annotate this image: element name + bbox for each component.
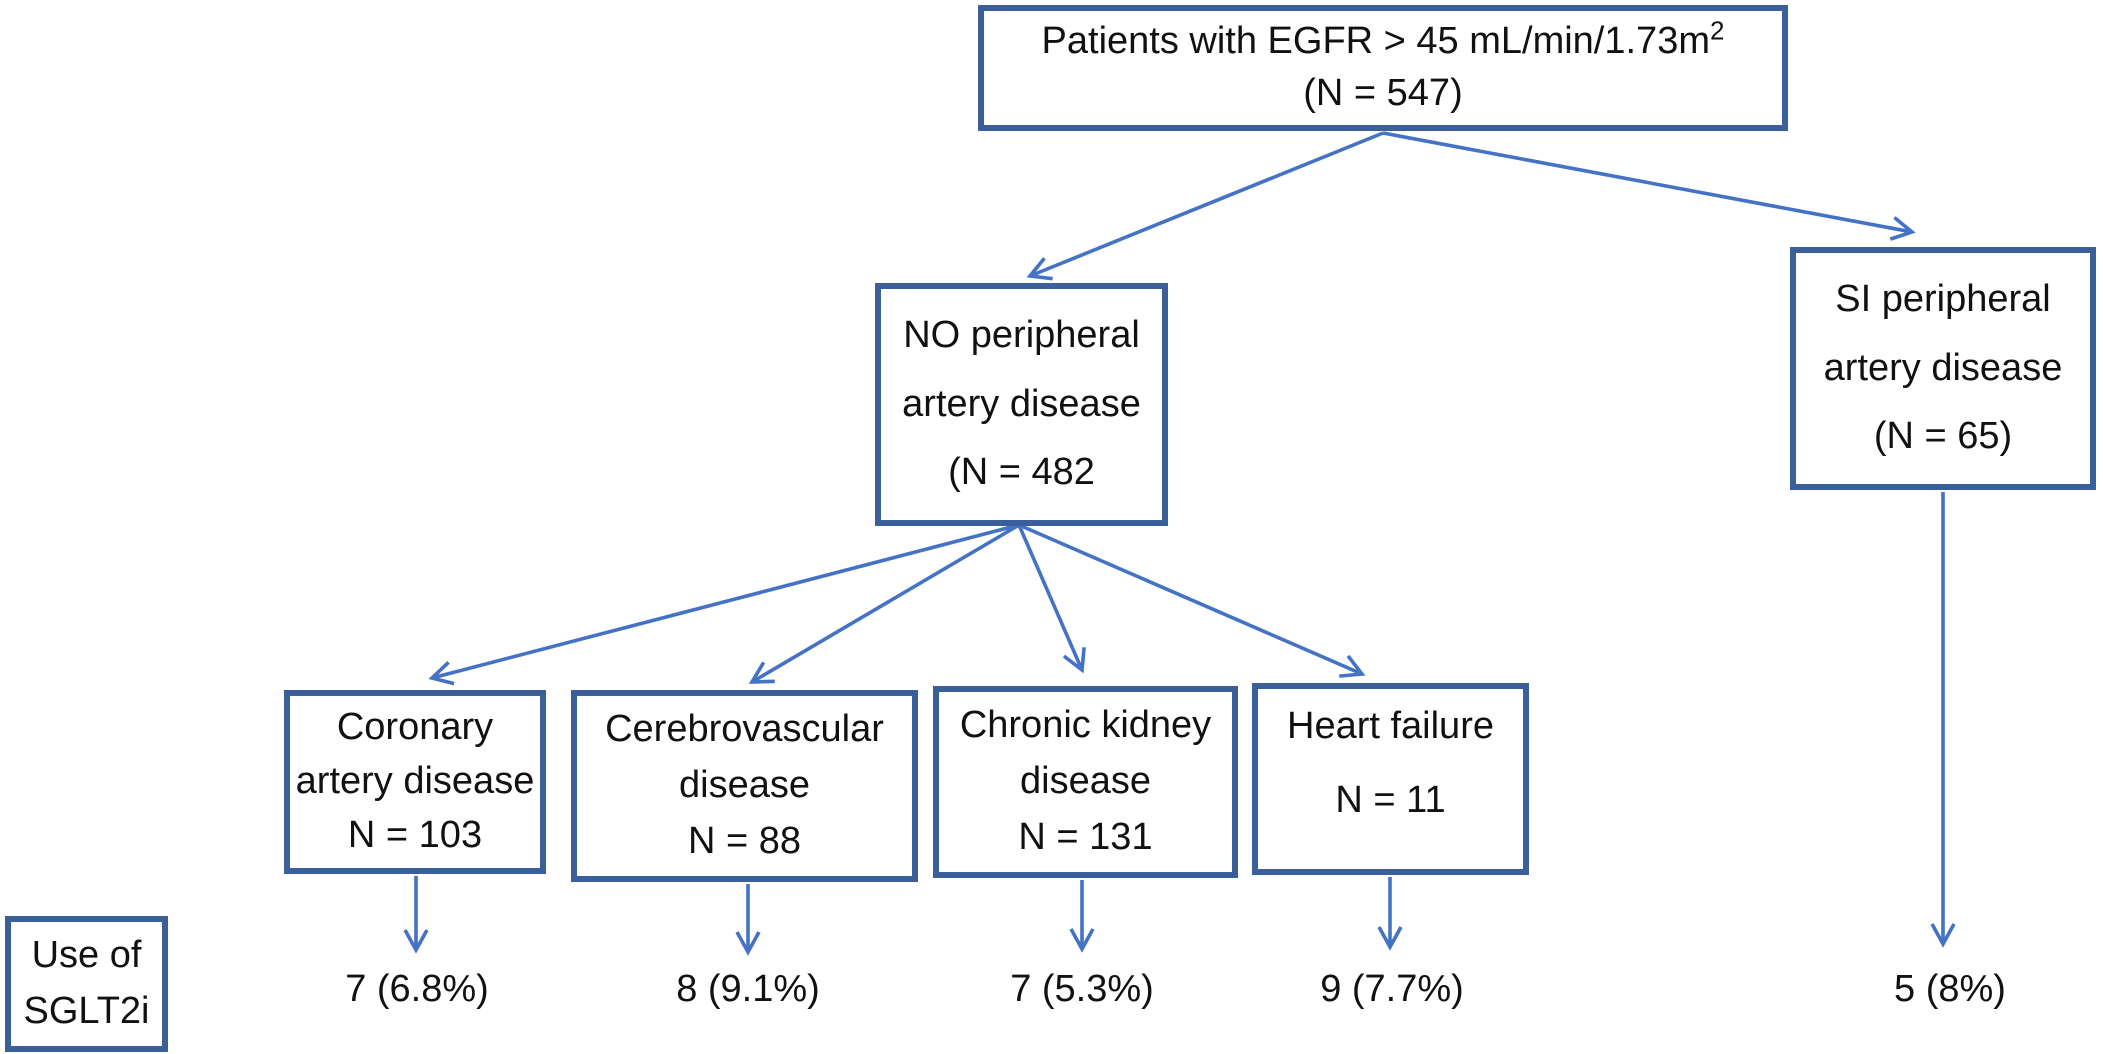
node-patients-root-label: Patients with EGFR > 45 mL/min/1.73m2: [1041, 15, 1725, 62]
node-patients-root-count: (N = 547): [1303, 72, 1463, 115]
node-coronary-count: N = 103: [347, 814, 483, 857]
node-heart-failure: Heart failure N = 11: [1252, 683, 1529, 875]
legend-line1: Use of: [31, 934, 142, 977]
outcome-coronary-value: 7 (6.8%): [345, 968, 489, 1010]
arrow-no-pad-to-ckd: [1017, 524, 1086, 674]
outcome-si-pad-value: 5 (8%): [1894, 968, 2006, 1010]
node-hf-count: N = 11: [1335, 778, 1446, 821]
outcome-heart-failure-value: 9 (7.7%): [1320, 968, 1464, 1010]
node-coronary-line2: artery disease: [295, 760, 535, 803]
node-cerebro-line2: disease: [679, 764, 810, 807]
node-coronary-line1: Coronary: [336, 706, 494, 749]
node-hf-line1: Heart failure: [1287, 705, 1494, 747]
node-si-pad-line1: SI peripheral: [1835, 277, 2051, 320]
node-ckd-count: N = 131: [1018, 816, 1153, 859]
node-no-pad-line2: artery disease: [902, 382, 1141, 425]
outcome-cerebrovascular-value: 8 (9.1%): [676, 968, 820, 1010]
node-cerebrovascular-disease: Cerebrovascular disease N = 88: [571, 690, 918, 882]
arrow-root-to-no-pad: [1026, 131, 1384, 281]
node-ckd-line1: Chronic kidney: [959, 704, 1212, 747]
node-si-pad-line2: artery disease: [1823, 346, 2063, 389]
node-cerebro-line1: Cerebrovascular: [605, 708, 884, 751]
arrow-no-pad-to-coronary: [428, 523, 1020, 686]
arrow-no-pad-to-cerebro: [748, 523, 1020, 684]
node-si-peripheral-artery-disease: SI peripheral artery disease (N = 65): [1790, 247, 2096, 490]
arrow-root-to-si-pad: [1382, 131, 1916, 241]
arrow-no-pad-to-hf: [1018, 523, 1366, 678]
node-cerebro-count: N = 88: [687, 820, 802, 863]
legend-line2: SGLT2i: [23, 990, 150, 1033]
node-no-pad-count: (N = 482: [948, 451, 1095, 494]
node-patients-root: Patients with EGFR > 45 mL/min/1.73m2 (N…: [978, 5, 1788, 131]
node-no-pad-line1: NO peripheral: [903, 313, 1140, 356]
node-ckd-line2: disease: [1020, 760, 1151, 803]
node-chronic-kidney-disease: Chronic kidney disease N = 131: [933, 686, 1238, 878]
superscript-2: 2: [1709, 15, 1725, 46]
outcome-chronic-kidney-value: 7 (5.3%): [1010, 968, 1154, 1010]
legend-use-of-sglt2i: Use of SGLT2i: [5, 916, 168, 1052]
node-no-peripheral-artery-disease: NO peripheral artery disease (N = 482: [875, 283, 1168, 526]
node-si-pad-count: (N = 65): [1873, 415, 2013, 458]
node-coronary-artery-disease: Coronary artery disease N = 103: [284, 690, 546, 874]
